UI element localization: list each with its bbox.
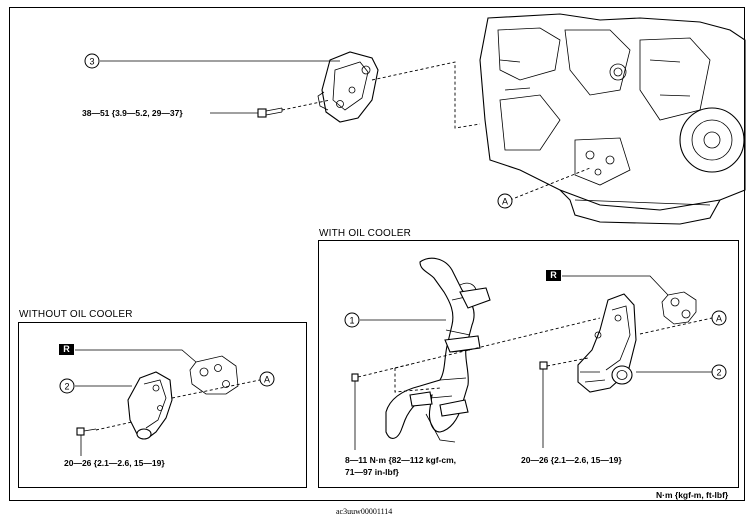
callout-oil-filter-body: 2 [59, 378, 75, 394]
hose-bolt-drawing [351, 373, 359, 450]
without-oil-cooler-title: WITHOUT OIL COOLER [19, 309, 133, 320]
oil-filter-body-drawing [127, 371, 173, 440]
units-label: N·m {kgf-m, ft-lbf} [656, 490, 729, 500]
diagram-frame [9, 7, 745, 501]
oil-filter-body-bolt-drawing [76, 427, 97, 436]
gasket-without-drawing [189, 355, 239, 395]
callout-point-a-without: A [259, 371, 275, 387]
callout-hose: 1 [344, 312, 360, 328]
svg-text:A: A [264, 375, 270, 385]
svg-text:A: A [716, 314, 722, 324]
replace-badge-without: R [59, 344, 74, 355]
torque-without: 20—26 {2.1—2.6, 15—19} [64, 458, 165, 468]
callout-point-a-with: A [711, 310, 727, 326]
oil-cooler-drawing [577, 293, 637, 393]
replace-badge-with: R [546, 270, 561, 281]
without-oil-cooler-panel [18, 322, 307, 488]
torque-bracket: 38—51 {3.9—5.2, 29—37} [82, 108, 183, 118]
gasket-with-drawing [661, 291, 697, 325]
svg-text:3: 3 [89, 57, 94, 67]
with-oil-cooler-title: WITH OIL COOLER [319, 228, 412, 239]
figure-id: ac3uuw00001114 [336, 507, 393, 516]
with-oil-cooler-panel [318, 240, 739, 488]
callout-point-a-engine: A [497, 193, 513, 209]
svg-text:2: 2 [64, 382, 69, 392]
torque-hose-line2: 71—97 in-lbf} [345, 467, 399, 477]
bracket-drawing [317, 51, 379, 123]
svg-text:1: 1 [349, 316, 354, 326]
torque-hose-line1: 8—11 N·m {82—112 kgf-cm, [345, 455, 457, 465]
torque-oil-cooler: 20—26 {2.1—2.6, 15—19} [521, 455, 622, 465]
callout-bracket: 3 [84, 53, 100, 69]
oil-cooler-bolt-drawing [539, 361, 548, 448]
svg-text:2: 2 [716, 368, 721, 378]
callout-oil-cooler: 2 [711, 364, 727, 380]
oil-cooler-hose-drawing [385, 257, 491, 443]
engine-block-drawing [479, 13, 746, 225]
svg-text:A: A [502, 197, 508, 207]
